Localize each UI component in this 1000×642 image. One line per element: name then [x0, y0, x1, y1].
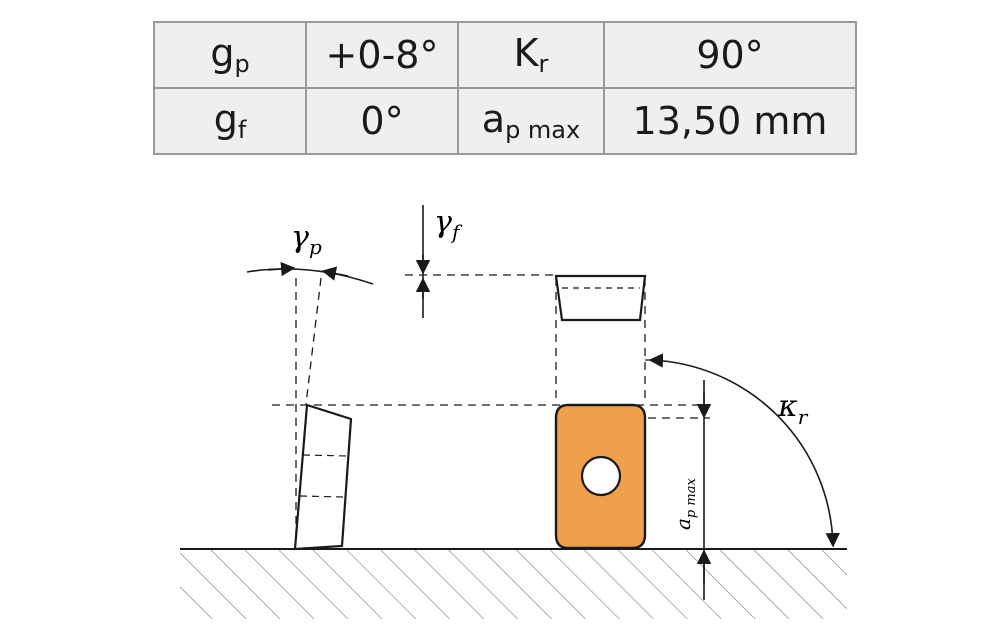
insert-top-view — [554, 274, 647, 322]
cell-kr-value: 90° — [603, 21, 857, 89]
cell-ap-value: 13,50 mm — [603, 87, 857, 155]
workpiece-hatched — [180, 549, 847, 619]
insert-hole — [580, 455, 622, 497]
insert-side-view — [293, 403, 353, 551]
kappa-r-dimension — [648, 353, 840, 548]
cell-kr-symbol: Kr — [457, 21, 605, 89]
gamma-p-dimension — [246, 261, 374, 285]
insert-front-view — [554, 403, 647, 550]
gamma-p-label: γp — [291, 220, 322, 259]
cell-gamma-p-value: +0-8° — [305, 21, 459, 89]
spec-table: gp +0-8° Kr 90° gf 0° ap max 13,50 mm — [153, 21, 857, 155]
cell-gamma-p-symbol: gp — [153, 21, 307, 89]
cell-ap-symbol: ap max — [457, 87, 605, 155]
svg-text:ap max: ap max — [671, 478, 699, 530]
gamma-f-label: γf — [434, 205, 463, 244]
ap-max-label: ap max — [671, 478, 699, 530]
kappa-r-label: κr — [777, 389, 809, 429]
spec-row-1: gp +0-8° Kr 90° — [153, 21, 857, 89]
cell-gamma-f-symbol: gf — [153, 87, 307, 155]
spec-row-2: gf 0° ap max 13,50 mm — [153, 87, 857, 155]
cell-gamma-f-value: 0° — [305, 87, 459, 155]
